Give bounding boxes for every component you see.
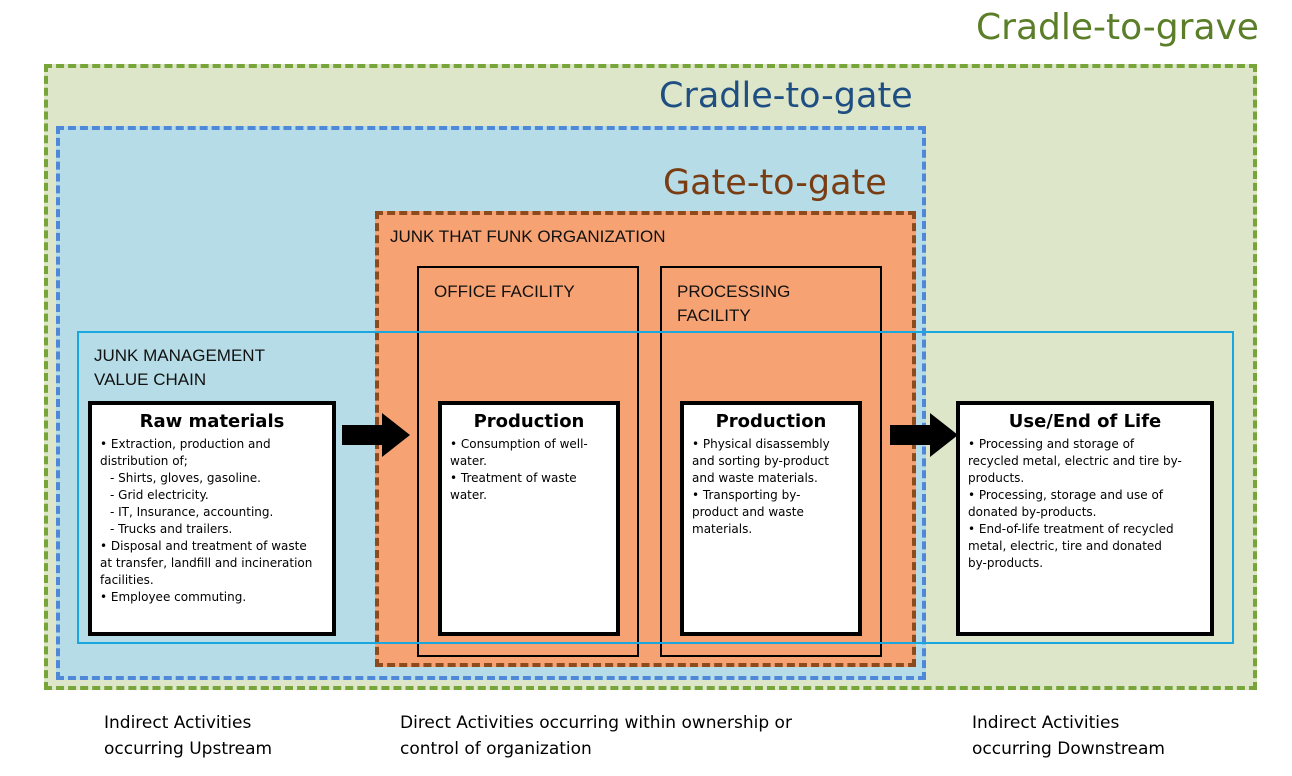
list-item: products. [968, 471, 1025, 485]
direct-footer-line1: Direct Activities occurring within owner… [400, 713, 792, 733]
processing-production-title: Production [715, 411, 827, 432]
list-item: facilities. [100, 573, 154, 587]
cradle-to-gate-title: Cradle-to-gate [659, 76, 913, 116]
list-item: materials. [692, 522, 753, 536]
office-production-box: Production • Consumption of well- water.… [438, 401, 620, 636]
office-facility [417, 266, 639, 657]
list-item: product and waste [692, 505, 804, 519]
arrow-right-icon [890, 413, 958, 457]
list-item: - Trucks and trailers. [110, 522, 233, 536]
gate-to-gate-title: Gate-to-gate [663, 163, 887, 203]
list-item: • Transporting by- [692, 488, 801, 502]
list-item: distribution of; [100, 454, 188, 468]
list-item: • Physical disassembly [692, 437, 830, 451]
value-chain-label-line2: VALUE CHAIN [94, 370, 207, 389]
list-item: - IT, Insurance, accounting. [110, 505, 274, 519]
direct-footer-line2: control of organization [400, 739, 592, 759]
processing-facility-label-line2: FACILITY [677, 306, 751, 325]
upstream-footer: Indirect Activities occurring Upstream [104, 710, 272, 762]
cradle-to-grave-title: Cradle-to-grave [976, 7, 1259, 48]
value-chain-label-line1: JUNK MANAGEMENT [94, 346, 265, 365]
upstream-footer-line1: Indirect Activities [104, 713, 252, 733]
list-item: and waste materials. [692, 471, 818, 485]
list-item: donated by-products. [968, 505, 1097, 519]
list-item: recycled metal, electric and tire by- [968, 454, 1182, 468]
list-item: • Processing, storage and use of [968, 488, 1164, 502]
organization-label: JUNK THAT FUNK ORGANIZATION [390, 227, 666, 246]
list-item: • Extraction, production and [100, 437, 271, 451]
processing-facility [660, 266, 882, 657]
use-end-of-life-list: • Processing and storage of recycled met… [968, 436, 1202, 572]
downstream-footer-line1: Indirect Activities [972, 713, 1120, 733]
use-end-of-life-title: Use/End of Life [1008, 411, 1162, 432]
list-item: metal, electric, tire and donated [968, 539, 1162, 553]
list-item: • Disposal and treatment of waste [100, 539, 307, 553]
list-item: • Processing and storage of [968, 437, 1135, 451]
list-item: • Consumption of well- [450, 437, 588, 451]
processing-production-box: Production • Physical disassembly and so… [680, 401, 862, 636]
list-item: and sorting by-product [692, 454, 829, 468]
list-item: by-products. [968, 556, 1044, 570]
downstream-footer: Indirect Activities occurring Downstream [972, 710, 1165, 762]
processing-facility-label: PROCESSING FACILITY [677, 280, 790, 328]
arrow-right-icon [342, 413, 410, 457]
list-item: at transfer, landfill and incineration [100, 556, 313, 570]
downstream-footer-line2: occurring Downstream [972, 739, 1165, 759]
value-chain-frame [77, 331, 1234, 644]
list-item: - Grid electricity. [110, 488, 209, 502]
processing-production-list: • Physical disassembly and sorting by-pr… [692, 436, 850, 538]
raw-materials-box: Raw materials • Extraction, production a… [88, 401, 336, 636]
list-item: • Employee commuting. [100, 590, 247, 604]
direct-footer: Direct Activities occurring within owner… [400, 710, 792, 762]
list-item: - Shirts, gloves, gasoline. [110, 471, 261, 485]
list-item: water. [450, 454, 487, 468]
office-production-title: Production [473, 411, 585, 432]
use-end-of-life-box: Use/End of Life • Processing and storage… [956, 401, 1214, 636]
value-chain-label: JUNK MANAGEMENT VALUE CHAIN [94, 344, 265, 392]
office-production-list: • Consumption of well- water. • Treatmen… [450, 436, 608, 504]
processing-facility-label-line1: PROCESSING [677, 282, 791, 301]
upstream-footer-line2: occurring Upstream [104, 739, 273, 759]
list-item: water. [450, 488, 487, 502]
raw-materials-list: • Extraction, production and distributio… [100, 436, 324, 606]
list-item: • End-of-life treatment of recycled [968, 522, 1174, 536]
office-facility-label: OFFICE FACILITY [434, 282, 575, 301]
list-item: • Treatment of waste [450, 471, 577, 485]
raw-materials-title: Raw materials [139, 411, 285, 432]
